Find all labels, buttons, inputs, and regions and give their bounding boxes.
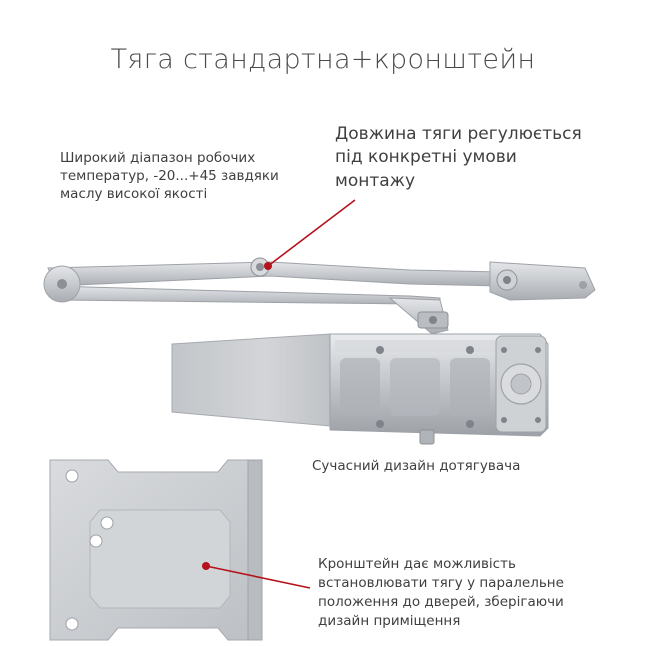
arm-length-note-line-2: під конкретні умови: [335, 147, 517, 168]
arm-length-note-line-3: монтажу: [335, 170, 416, 191]
design-note-line-1: Сучасний дизайн дотягувача: [312, 458, 521, 474]
arm-length-note: Довжина тяги регулюється під конкретні у…: [335, 123, 635, 193]
temperature-note-line-1: Широкий діапазон робочих: [60, 150, 256, 166]
door-closer-arm: [43, 257, 596, 335]
callout-pointers: [202, 199, 356, 589]
bracket-pointer: [205, 565, 311, 589]
temperature-note-line-3: маслу високої якості: [60, 185, 208, 202]
bracket-note-line-3: положення до дверей, зберігаючи: [318, 593, 564, 610]
arm-length-note-line-1: Довжина тяги регулюється: [335, 124, 582, 144]
bracket-note-line-2: встановлювати тягу у паралельне: [318, 574, 564, 591]
bracket-pointer-dot: [202, 562, 210, 570]
bracket-note-line-4: дизайн приміщення: [318, 612, 461, 629]
door-closer-body: [171, 333, 549, 445]
arm-length-pointer-dot: [264, 262, 272, 270]
arm-length-pointer: [267, 199, 356, 267]
design-note: Сучасний дизайн дотягувача: [312, 458, 632, 476]
mounting-bracket-plate: [49, 459, 263, 641]
temperature-note: Широкий діапазон робочих температур, -20…: [60, 150, 330, 203]
bracket-note: Кронштейн дає можливість встановлювати т…: [318, 555, 618, 631]
temperature-note-line-2: температур, -20...+45 завдяки: [60, 167, 279, 184]
page-title: Тяга стандартна+кронштейн: [110, 44, 536, 75]
bracket-note-line-1: Кронштейн дає можливість: [318, 556, 516, 572]
